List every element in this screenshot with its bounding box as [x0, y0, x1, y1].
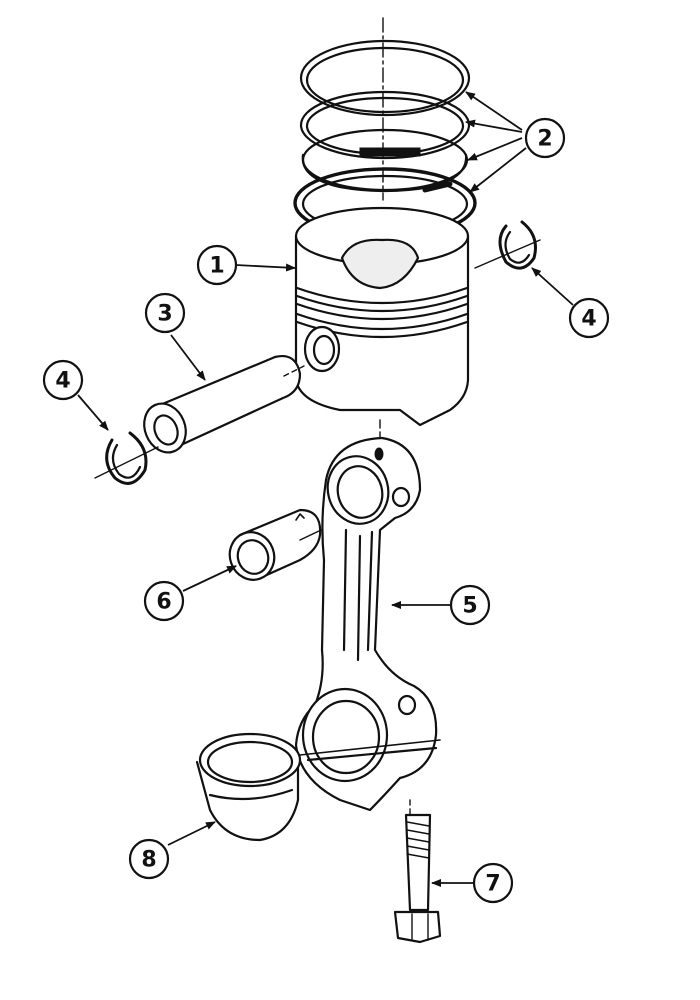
connecting-rod	[294, 436, 441, 826]
callout-7: 7	[472, 862, 514, 904]
bolt	[393, 813, 442, 944]
callout-6: 6	[143, 580, 185, 622]
callout-label-8: 8	[141, 848, 156, 873]
callout-8: 8	[128, 838, 170, 880]
retaining-ring-left	[94, 431, 159, 485]
bushing	[228, 508, 339, 581]
piston	[294, 206, 470, 427]
retaining-ring-right	[474, 220, 541, 270]
callout-5: 5	[449, 584, 491, 626]
callout-2: 2	[524, 117, 566, 159]
bearing	[195, 732, 302, 842]
callout-label-5: 5	[462, 594, 477, 619]
piston-pin	[143, 355, 305, 454]
callout-label-3: 3	[157, 302, 172, 327]
callout-3: 3	[144, 292, 186, 334]
callout-4-right: 4	[568, 297, 610, 339]
callout-label-4-right: 4	[581, 307, 596, 332]
callout-label-2: 2	[537, 127, 552, 152]
callout-label-6: 6	[156, 590, 171, 615]
callout-label-1: 1	[209, 254, 224, 279]
callout-1: 1	[196, 244, 238, 286]
callout-label-7: 7	[485, 872, 500, 897]
callout-4-left: 4	[42, 359, 84, 401]
callout-label-4-left: 4	[55, 369, 70, 394]
leader-lines	[77, 91, 574, 887]
